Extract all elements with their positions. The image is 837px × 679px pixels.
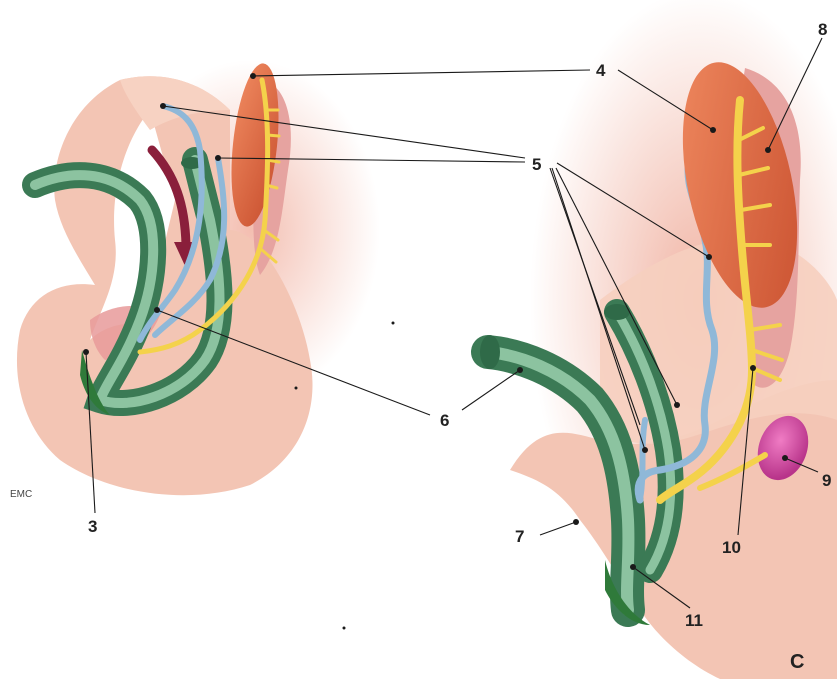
right-intestine-opening xyxy=(480,335,500,369)
callout-6: 6 xyxy=(440,411,449,430)
left-panel: EMC xyxy=(10,60,380,500)
callout-4: 4 xyxy=(596,61,606,80)
panel-letter: C xyxy=(790,651,804,673)
callout-5: 5 xyxy=(532,155,541,174)
callout-10: 10 xyxy=(722,538,741,557)
stray-dot-c xyxy=(343,627,346,630)
callout-8: 8 xyxy=(818,20,827,39)
leader-6-right xyxy=(462,370,520,410)
callout-7: 7 xyxy=(515,527,524,546)
leader-7 xyxy=(540,522,576,535)
right-vessel-branch xyxy=(640,420,645,500)
callout-11: 11 xyxy=(685,611,703,630)
right-panel xyxy=(480,0,837,679)
callout-3: 3 xyxy=(88,517,97,536)
stray-dot-b xyxy=(295,387,298,390)
stray-dot-a xyxy=(392,322,395,325)
callout-9: 9 xyxy=(822,471,831,490)
signature: EMC xyxy=(10,489,32,500)
leader-4-left xyxy=(253,70,590,76)
